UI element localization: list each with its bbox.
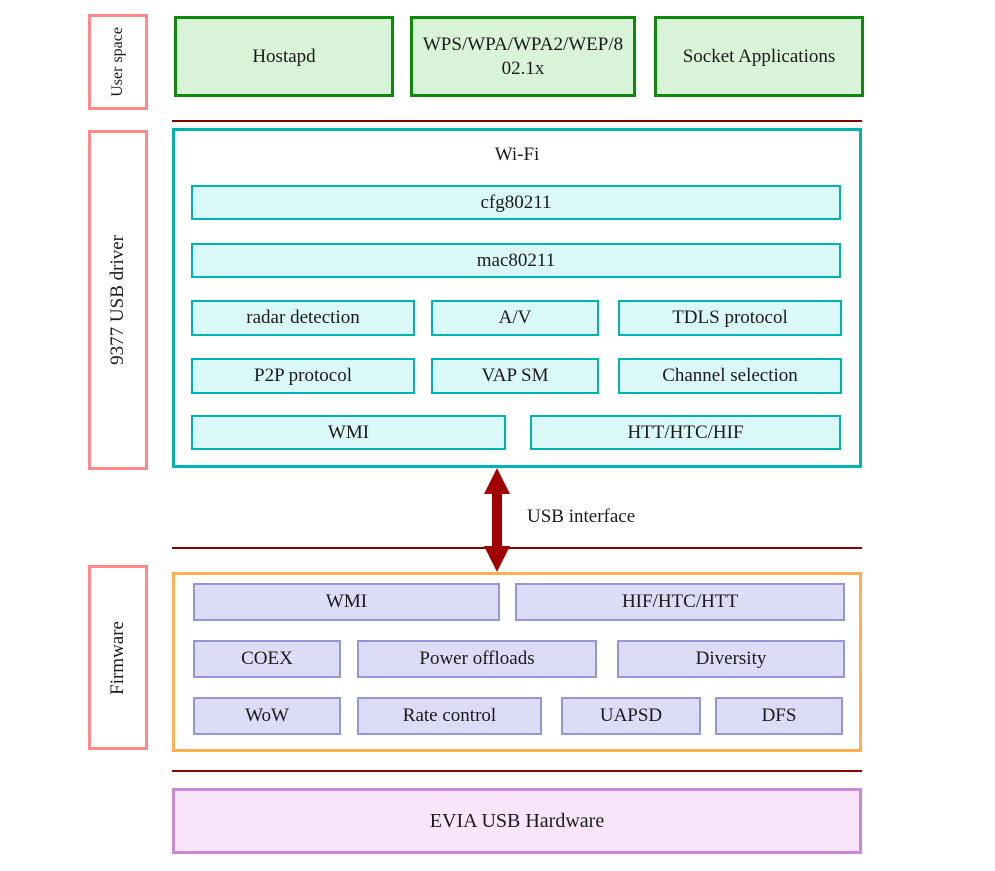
box-p2p-protocol: P2P protocol (191, 358, 415, 394)
box-rate-control: Rate control (357, 697, 542, 735)
box-evia-usb-hardware: EVIA USB Hardware (172, 788, 862, 854)
user-space-label-text: User space (109, 27, 126, 97)
box-hostapd: Hostapd (174, 16, 394, 97)
box-socket-applications: Socket Applications (654, 16, 864, 97)
box-wmi-firmware: WMI (193, 583, 500, 621)
separator-line-bottom (172, 770, 862, 772)
usb-interface-label: USB interface (527, 506, 636, 527)
box-av: A/V (431, 300, 599, 336)
firmware-sidebar-label: Firmware (88, 565, 148, 750)
box-radar-detection: radar detection (191, 300, 415, 336)
box-vap-sm: VAP SM (431, 358, 599, 394)
box-wps-wpa-wpa2-wep: WPS/WPA/WPA2/WEP/802.1x (410, 16, 636, 97)
usb-interface-arrow-icon (484, 468, 510, 572)
box-power-offloads: Power offloads (357, 640, 597, 678)
box-htt-htc-hif: HTT/HTC/HIF (530, 415, 841, 450)
box-dfs: DFS (715, 697, 843, 735)
box-diversity: Diversity (617, 640, 845, 678)
wifi-title: Wi-Fi (494, 144, 540, 165)
box-wow: WoW (193, 697, 341, 735)
box-wmi-driver: WMI (191, 415, 506, 450)
driver-sidebar-label: 9377 USB driver (88, 130, 148, 470)
box-cfg80211: cfg80211 (191, 185, 841, 220)
box-coex: COEX (193, 640, 341, 678)
separator-line-middle (172, 547, 862, 549)
wifi-container: Wi-Fi cfg80211 mac80211 radar detection … (172, 128, 862, 468)
driver-label-text: 9377 USB driver (107, 235, 129, 365)
separator-line-top (172, 120, 862, 122)
box-uapsd: UAPSD (561, 697, 701, 735)
box-channel-selection: Channel selection (618, 358, 842, 394)
firmware-label-text: Firmware (107, 620, 129, 695)
firmware-container: WMI HIF/HTC/HTT COEX Power offloads Dive… (172, 572, 862, 752)
user-space-sidebar-label: User space (88, 14, 148, 110)
box-tdls-protocol: TDLS protocol (618, 300, 842, 336)
box-hif-htc-htt: HIF/HTC/HTT (515, 583, 845, 621)
box-mac80211: mac80211 (191, 243, 841, 278)
